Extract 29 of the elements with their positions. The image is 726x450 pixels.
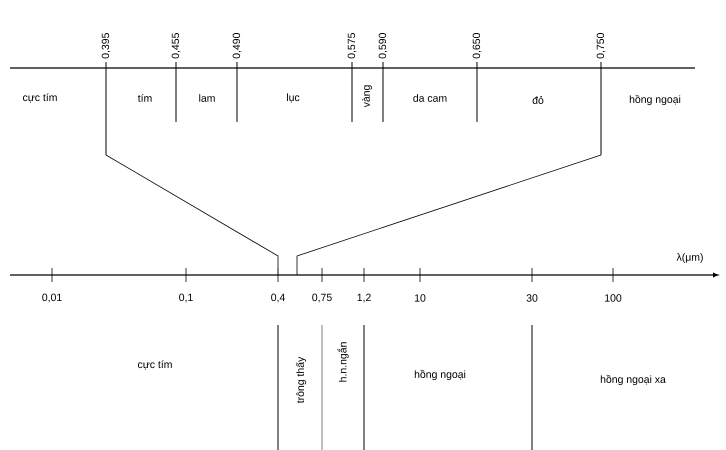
tick-value: 0,1 (179, 294, 193, 302)
band-label: trông thấy (296, 356, 306, 404)
tick-value: 0,490 (232, 33, 242, 58)
band-label: tím (138, 94, 152, 102)
band-label: lam (199, 94, 215, 102)
band-label: cực tím (23, 93, 57, 103)
tick-value: 100 (605, 294, 622, 302)
tick-value: 1,2 (358, 294, 371, 302)
tick-value: 0,455 (172, 33, 180, 58)
band-label: lục (287, 93, 300, 103)
band-label: hồng ngoại (630, 94, 680, 106)
tick-value: 0,575 (348, 33, 356, 58)
tick-value: 0,75 (312, 294, 332, 302)
tick-value: 0,590 (378, 33, 388, 58)
tick-value: 0,395 (102, 33, 110, 58)
tick-value: 0,01 (42, 294, 62, 302)
tick-value: 0,4 (271, 294, 285, 302)
tick-value: 0,750 (596, 33, 606, 58)
band-label: đỏ (532, 96, 544, 104)
band-label: cực tím (138, 360, 172, 370)
band-label: vàng (362, 85, 372, 108)
band-label: h.n.ngắn (337, 342, 349, 382)
axis-label: λ(μm) (676, 253, 703, 263)
tick-value: 10 (414, 294, 426, 302)
tick-value: 30 (526, 294, 538, 302)
tick-value: 0,650 (472, 33, 482, 58)
band-label: da cam (413, 94, 446, 102)
band-label: hồng ngoại xa (600, 374, 666, 386)
band-label: hồng ngoại (414, 370, 466, 380)
